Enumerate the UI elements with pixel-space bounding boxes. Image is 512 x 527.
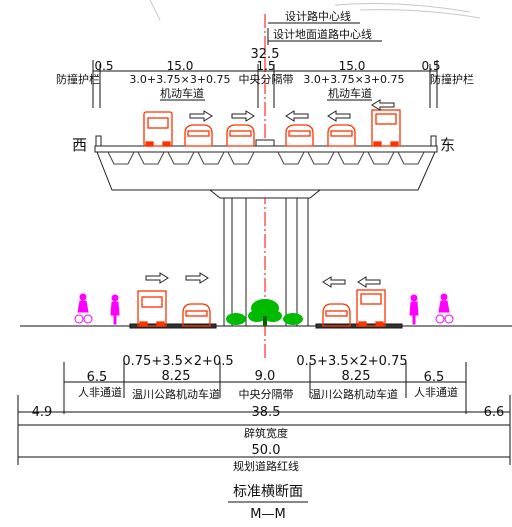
- ground-formula-right: 0.5+3.5×2+0.75: [296, 354, 407, 369]
- ground-seg-label-3: 中央分隔带: [239, 388, 294, 401]
- pedestrians: [74, 293, 454, 325]
- elevated-seg-value-3: 1.5: [256, 59, 275, 73]
- elevated-seg-value-1: 0.5: [94, 59, 113, 73]
- elevated-seg-label-5: 防撞护栏: [430, 72, 474, 86]
- built-width-label: 辟筑宽度: [244, 426, 288, 440]
- arrow-right-icon: [231, 110, 255, 122]
- car-icon: [184, 124, 213, 147]
- built-width-value: 38.5: [252, 405, 281, 420]
- ground-seg-value-3: 9.0: [255, 369, 276, 384]
- ground-seg-value-1: 6.5: [87, 370, 108, 385]
- cyclist-icon: [435, 293, 454, 324]
- truck-icon: [371, 109, 401, 147]
- elevated-seg-label-2: 3.0+3.75×3+0.75: [129, 73, 230, 86]
- ground-vehicles: [137, 289, 386, 327]
- red-line-width-value: 50.0: [252, 443, 281, 458]
- ground-direction-arrows: [145, 272, 381, 288]
- arrow-right-icon: [189, 110, 213, 122]
- arrow-left-icon: [357, 276, 381, 288]
- elevated-deck: [94, 135, 438, 191]
- pedestrian-icon: [409, 294, 419, 325]
- ground-seg-label-1: 人非通道: [78, 385, 122, 399]
- ground-seg-value-5: 6.5: [424, 370, 445, 385]
- ground-side-left: 4.9: [32, 405, 53, 420]
- shrub-icon: [283, 313, 303, 325]
- bus-icon: [143, 111, 173, 147]
- arrow-left-icon: [327, 110, 351, 122]
- ground-dimension-lines: [17, 362, 511, 465]
- elevated-seg-label-1: 防撞护栏: [56, 72, 100, 86]
- median-trees: [226, 299, 303, 326]
- elevated-seg-label-3: 中央分隔带: [239, 73, 294, 86]
- elevated-seg-sublabel-4: 机动车道: [328, 86, 372, 100]
- car-icon: [327, 124, 356, 147]
- elevated-vehicles: [143, 109, 401, 147]
- arrow-left-icon: [322, 276, 346, 288]
- drawing-title: 标准横断面: [233, 484, 303, 500]
- ground-seg-value-2: 8.25: [162, 369, 191, 384]
- arrow-left-icon: [371, 99, 395, 111]
- ground-seg-label-2: 温川公路机动车道: [132, 387, 220, 401]
- centerline-label-1: 设计路中心线: [285, 9, 351, 23]
- ground-seg-label-5: 人非通道: [414, 385, 458, 399]
- cyclist-icon: [74, 293, 93, 324]
- car-icon: [322, 303, 351, 327]
- elevated-seg-sublabel-2: 机动车道: [160, 86, 204, 100]
- centerline-label-2: 设计地面道路中心线: [273, 27, 372, 41]
- ground-seg-value-4: 8.25: [342, 369, 371, 384]
- elevated-total-width: 32.5: [251, 47, 280, 62]
- drawing-subtitle: M—M: [250, 507, 285, 522]
- arrow-right-icon: [185, 272, 209, 284]
- arrow-left-icon: [285, 110, 309, 122]
- direction-east: 东: [440, 136, 455, 154]
- ground-side-right: 6.6: [484, 405, 505, 420]
- direction-west: 西: [72, 136, 87, 154]
- ground-seg-label-4: 温川公路机动车道: [310, 387, 398, 401]
- pedestrian-icon: [110, 294, 120, 325]
- shrub-icon: [226, 313, 246, 325]
- car-icon: [182, 303, 211, 327]
- bus-icon: [137, 290, 167, 327]
- elevated-seg-label-4: 3.0+3.75×3+0.75: [303, 73, 404, 86]
- car-icon: [285, 124, 314, 147]
- elevated-seg-value-4: 15.0: [339, 59, 366, 73]
- ground-formula-left: 0.75+3.5×2+0.5: [122, 354, 233, 369]
- elevated-seg-value-5: 0.5: [421, 59, 440, 73]
- elevated-seg-value-2: 15.0: [167, 59, 194, 73]
- piers: [208, 189, 322, 327]
- truck-icon: [356, 289, 386, 327]
- background-sketch: [149, 0, 481, 21]
- elevated-dimension-lines: [92, 60, 438, 108]
- arrow-right-icon: [145, 272, 169, 284]
- car-icon: [226, 124, 255, 147]
- elevated-direction-arrows: [189, 99, 395, 122]
- red-line-label: 规划道路红线: [233, 459, 299, 473]
- centerline-leaders: [267, 22, 382, 45]
- tree-icon: [248, 299, 282, 326]
